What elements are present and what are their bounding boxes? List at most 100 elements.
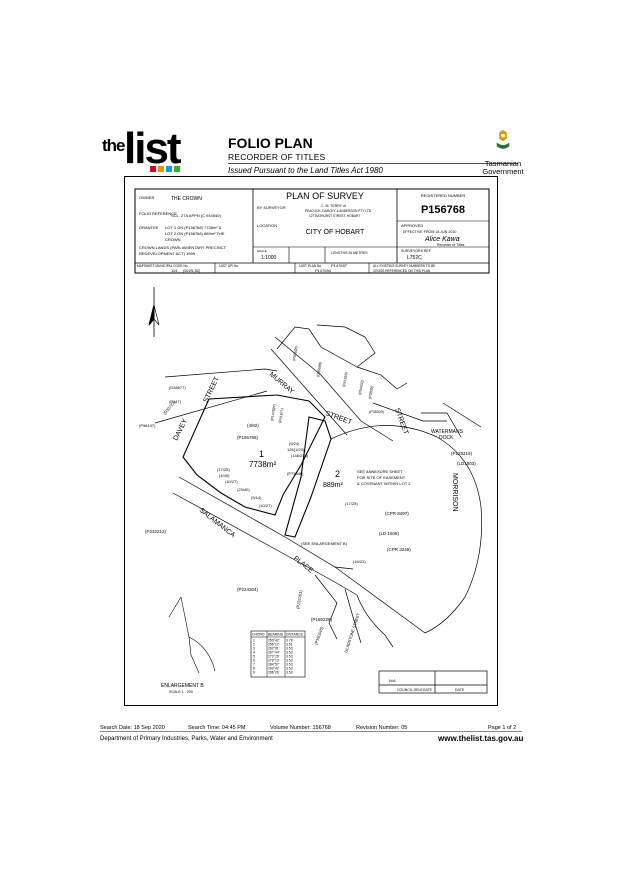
surveyors-ref-label: SURVEYORS REF. xyxy=(401,249,431,253)
davey-label: DAVEY xyxy=(173,418,190,442)
folio-plan-title: FOLIO PLAN xyxy=(228,135,313,151)
header-rule xyxy=(228,163,518,164)
chord-cell: 256°17' xyxy=(268,643,280,647)
l4-82-label: (4/82) xyxy=(247,423,259,428)
chord-cell: 3.51 xyxy=(286,643,293,647)
chord-cell: 3.53 xyxy=(286,667,293,671)
date-label: DATE xyxy=(455,688,465,692)
v148-label: (148/216) xyxy=(291,453,309,458)
grantee-line1: LOT 1 ON (P156768) 7738m² & xyxy=(165,225,222,230)
p73846-label: (P73846) xyxy=(287,471,304,476)
v23-40-label: (23/40) xyxy=(237,487,250,492)
enlargement-label: ENLARGEMENT B xyxy=(161,683,204,689)
bearing-header: BEARING xyxy=(268,633,284,637)
last-plan-1: P147697 xyxy=(331,263,348,268)
recorder-label: Recorder of Titles xyxy=(437,243,465,247)
p50528-label: (P50528) xyxy=(292,346,299,361)
chord-cell: 9 xyxy=(253,671,255,675)
chord-cell: 2 xyxy=(253,643,255,647)
street-label-3: STREET xyxy=(393,407,409,436)
approved-date: EFFECTIVE FROM 18 JUN 2010 xyxy=(403,230,456,234)
thelist-logo: the list xyxy=(102,124,184,174)
chord-header: CHORD xyxy=(252,633,265,637)
p54402-label: (P54402) xyxy=(358,380,365,395)
chord-cell: 267°44' xyxy=(268,651,280,655)
v4-40-label: (4/40) xyxy=(219,473,230,478)
lot2-number: 2 xyxy=(335,469,340,479)
v10-27b-label: (10/27) xyxy=(259,503,272,508)
chord-cell: 273°29' xyxy=(268,655,280,659)
v16-23-label: (16/23) xyxy=(353,559,366,564)
chord-cell: 7 xyxy=(253,663,255,667)
enlargement-scale-label: SCALE 1 : 200 xyxy=(169,690,193,694)
p232212-label: (P232212) xyxy=(145,529,167,534)
search-date: Search Date: 18 Sep 2020 xyxy=(100,725,165,731)
grantee-line5: REDEVELOPMENT ACT) 1999 xyxy=(139,251,196,256)
chord-cell: 262°01' xyxy=(268,647,280,651)
mapsheet-ref: (5225-52) xyxy=(183,268,201,273)
chord-cell: 279°13' xyxy=(268,659,280,663)
p147-label: (P147) xyxy=(169,399,182,404)
chord-cell: 8 xyxy=(253,667,255,671)
mapsheet-label: MAPSHEET MUNICIPAL CODE No. xyxy=(137,264,188,268)
chord-cell: 250°42' xyxy=(268,639,280,643)
chord-cell: 3.53 xyxy=(286,663,293,667)
chord-cell: 3.53 xyxy=(286,647,293,651)
chord-cell: 3.53 xyxy=(286,651,293,655)
surveyor-line3: 127 BATHURST STREET, HOBART xyxy=(309,214,360,218)
council-na: N/A xyxy=(389,678,396,683)
all-existing-line2: CROSS REFERENCED ON THIS PLAN xyxy=(373,269,431,273)
chord-cell: 3.53 xyxy=(286,655,293,659)
chord-cell: 284°57' xyxy=(268,663,280,667)
logo-the-text: the xyxy=(102,136,125,155)
chord-cell: 6 xyxy=(253,659,255,663)
chord-cell: 3 xyxy=(253,647,255,651)
council-delegate-label: COUNCIL DELEGATE xyxy=(397,688,433,692)
cpr3249-label: (CPR 3249) xyxy=(387,547,411,552)
plan-title: PLAN OF SURVEY xyxy=(286,191,364,201)
scale-label: SCALE xyxy=(257,249,267,253)
lot1-number: 1 xyxy=(259,449,264,459)
v17-25-label: (17/25) xyxy=(345,501,358,506)
reg-label: REGISTERED NUMBER xyxy=(421,193,466,198)
ld1803-label: (LD1803) xyxy=(457,461,476,466)
all-existing-line1: ALL EXISTING SURVEY NUMBERS TO BE xyxy=(373,264,435,268)
annexure-line3: & COVENANT WITHIN LOT 2 xyxy=(357,481,411,486)
search-time: Search Time: 04:45 PM xyxy=(188,725,246,731)
grantee-label: GRANTEE xyxy=(139,225,159,230)
grantee-line3: CROWN xyxy=(165,237,181,242)
plan-header-box: OWNER THE CROWN FOLIO REFERENCE SCL. 27A… xyxy=(134,188,490,274)
logo-dots-icon xyxy=(150,166,180,172)
p224304-label: (P224304) xyxy=(237,587,259,592)
issued-pursuant: Issued Pursuant to the Land Titles Act 1… xyxy=(228,166,383,175)
folio-value: SCL. 27A APPN (C 944540) xyxy=(171,213,221,218)
enlargement-b-drawing xyxy=(168,596,216,674)
p150228-label: (P150228) xyxy=(311,617,333,622)
mapsheet-code: 114 xyxy=(171,268,178,273)
revision-number: Revision Number: 05 xyxy=(356,725,408,731)
website-link[interactable]: www.thelist.tas.gov.au xyxy=(438,734,524,743)
owner-label: OWNER xyxy=(139,195,154,200)
surveyors-ref-value: L752C xyxy=(407,255,422,261)
p147697-label: (P147697) xyxy=(270,404,277,421)
last-plan-2: P147694 xyxy=(315,268,332,273)
salamanca-label: SALAMANCA xyxy=(198,507,237,539)
lot2-area: 889m² xyxy=(323,482,344,489)
morrison-label: MORRISON xyxy=(451,473,458,512)
ld1608-label: (LD 1608) xyxy=(379,531,400,536)
v5-24-label: (5/24) xyxy=(289,441,300,446)
p41616-label: (P41616) xyxy=(342,372,349,387)
v17-25b-label: (17/25) xyxy=(217,467,230,472)
by-surveyor-label: BY SURVEYOR xyxy=(257,205,286,210)
plan-drawing: OWNER THE CROWN FOLIO REFERENCE SCL. 27A… xyxy=(134,188,490,694)
scale-value: 1:1000 xyxy=(261,255,277,261)
gov-line2: Government xyxy=(482,167,524,176)
place-label: PLACE xyxy=(292,555,315,575)
parcel-linework xyxy=(154,324,488,694)
lengths-label: LENGTHS IN METRES xyxy=(331,251,368,255)
location-label: LOCATION xyxy=(257,223,277,228)
grantee-line2: LOT 2 ON (P156768) 889m² THE xyxy=(165,231,225,236)
v5-14-label: (5/14) xyxy=(251,495,262,500)
v10-27-label: (10/27) xyxy=(225,479,238,484)
p38309-label: (P38309) xyxy=(369,410,384,414)
